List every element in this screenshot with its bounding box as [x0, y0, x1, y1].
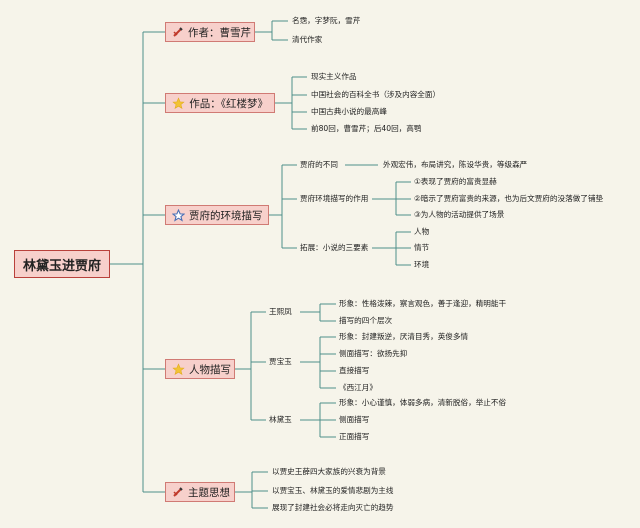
lin-item: 正面描写 [339, 432, 370, 441]
jia-item: 《西江月》 [339, 383, 377, 392]
env-difference-label: 贾府的不同 [300, 160, 338, 169]
pencil-icon [172, 25, 184, 39]
star-outline-icon [172, 208, 185, 222]
env-element-item: 情节 [414, 243, 430, 252]
env-role-item: ②暗示了贾府富贵的来源，也为后文贾府的没落做了铺垫 [414, 194, 604, 203]
branch-characters-label: 人物描写 [189, 363, 231, 376]
work-item: 现实主义作品 [311, 72, 357, 81]
character-name-jia: 贾宝玉 [269, 357, 292, 366]
env-role-item: ①表现了贾府的富贵显赫 [414, 177, 497, 186]
env-extension-label: 拓展：小说的三要素 [300, 243, 369, 252]
branch-theme-label: 主题思想 [188, 486, 230, 499]
work-item: 前80回，曹雪芹；后40回，高鹗 [311, 124, 422, 133]
pencil-icon [172, 485, 184, 499]
theme-item: 展现了封建社会必将走向灭亡的趋势 [272, 503, 394, 512]
theme-item: 以贾史王薛四大家族的兴衰为背景 [272, 467, 386, 476]
branch-characters[interactable]: 人物描写 [165, 359, 235, 379]
character-name-lin: 林黛玉 [269, 415, 292, 424]
lin-item: 侧面描写 [339, 415, 370, 424]
wang-item: 描写的四个层次 [339, 316, 393, 325]
work-item: 中国古典小说的最高峰 [311, 107, 387, 116]
branch-work[interactable]: 作品：《红楼梦》 [165, 93, 275, 113]
jia-item: 直接描写 [339, 366, 370, 375]
branch-author-label: 作者：曹雪芹 [188, 26, 251, 39]
theme-item: 以贾宝玉、林黛玉的爱情悲剧为主线 [272, 486, 394, 495]
author-item: 清代作家 [292, 35, 323, 44]
work-item: 中国社会的百科全书（涉及内容全面） [311, 90, 441, 99]
root-node[interactable]: 林黛玉进贾府 [14, 250, 110, 278]
star-icon [172, 96, 185, 110]
env-role-item: ③为人物的活动提供了场景 [414, 210, 505, 219]
branch-environment-label: 贾府的环境描写 [189, 209, 263, 222]
branch-work-label: 作品：《红楼梦》 [189, 97, 268, 110]
star-icon [172, 362, 185, 376]
branch-author[interactable]: 作者：曹雪芹 [165, 22, 255, 42]
env-element-item: 环境 [414, 260, 430, 269]
lin-item: 形象：小心谨慎，体弱多病，清新脱俗，举止不俗 [339, 398, 507, 407]
env-role-label: 贾府环境描写的作用 [300, 194, 369, 203]
author-item: 名霑，字梦阮，雪芹 [292, 16, 361, 25]
wang-item: 形象：性格泼辣，察言观色，善于逢迎，精明能干 [339, 299, 507, 308]
env-difference-value: 外观宏伟，布局讲究，陈设华贵，等级森严 [383, 160, 528, 169]
branch-environment[interactable]: 贾府的环境描写 [165, 205, 269, 225]
branch-theme[interactable]: 主题思想 [165, 482, 235, 502]
jia-item: 侧面描写：欲扬先抑 [339, 349, 408, 358]
jia-item: 形象：封建叛逆，厌清目秀，英俊多情 [339, 332, 469, 341]
character-name-wang: 王熙凤 [269, 307, 292, 316]
env-element-item: 人物 [414, 227, 430, 236]
